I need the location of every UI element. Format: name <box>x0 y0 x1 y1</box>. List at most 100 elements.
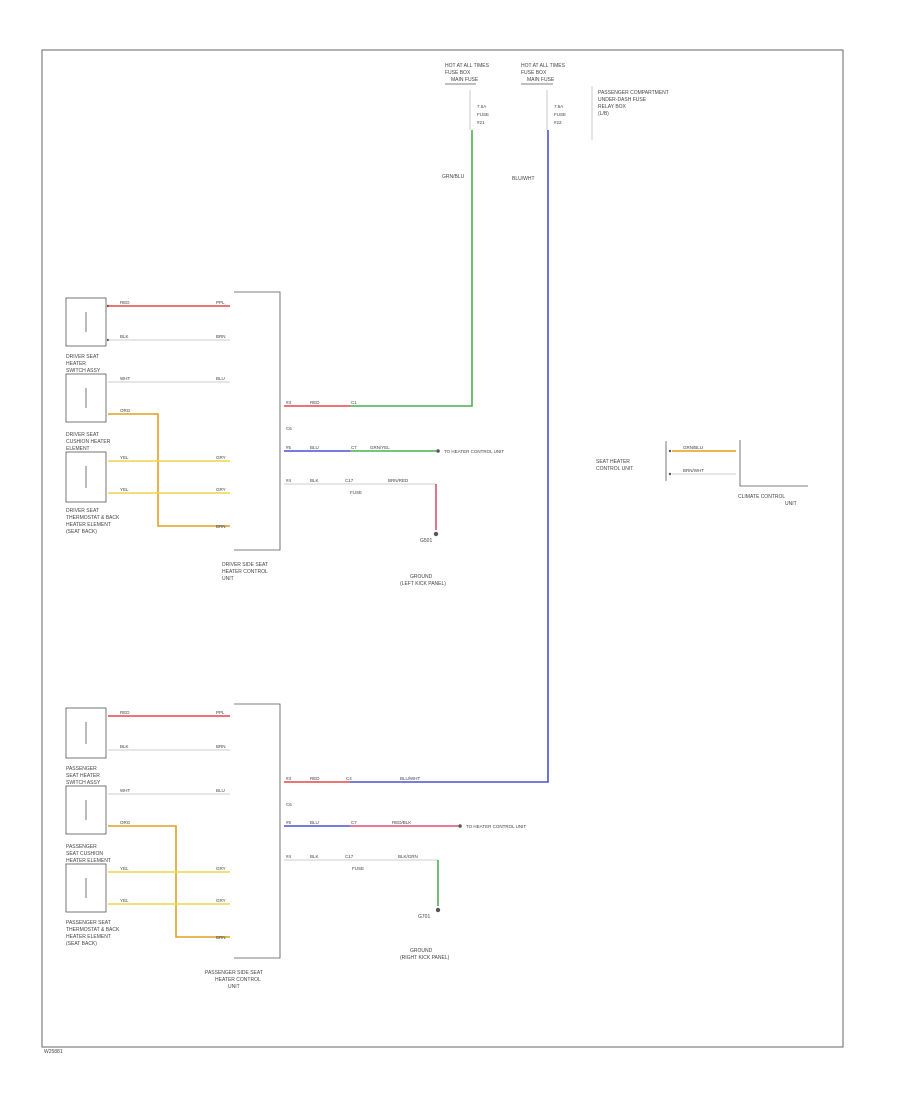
top-right-conn-line-1: HOT AT ALL TIMES <box>521 63 566 69</box>
svg-text:GROUND: GROUND <box>410 574 433 580</box>
svg-text:C4: C4 <box>346 776 352 781</box>
pass-sw2-caption: PASSENGER SEAT CUSHION HEATER ELEMENT <box>66 844 111 864</box>
svg-text:#3: #3 <box>286 400 292 405</box>
svg-text:(RIGHT KICK PANEL): (RIGHT KICK PANEL) <box>400 955 450 961</box>
top-right-conn-line-2: FUSE BOX <box>521 70 547 76</box>
svg-text:UNIT: UNIT <box>785 501 797 507</box>
svg-text:FUSE: FUSE <box>554 112 566 117</box>
driver-hvac-ref: TO HEATER CONTROL UNIT <box>444 449 504 454</box>
svg-text:HEATER ELEMENT: HEATER ELEMENT <box>66 858 111 864</box>
svg-text:G501: G501 <box>420 538 432 544</box>
svg-text:7.5A: 7.5A <box>554 104 563 109</box>
svg-text:(SEAT BACK): (SEAT BACK) <box>66 529 97 535</box>
svg-text:(L/B): (L/B) <box>598 111 609 117</box>
driver-control-unit <box>234 291 281 551</box>
svg-text:RELAY BOX: RELAY BOX <box>598 104 627 110</box>
svg-text:BRN: BRN <box>216 744 226 749</box>
svg-text:BRN/RED: BRN/RED <box>388 478 409 483</box>
svg-text:HEATER ELEMENT: HEATER ELEMENT <box>66 522 111 528</box>
top-left-conn-line-1: HOT AT ALL TIMES <box>445 63 490 69</box>
svg-text:FUSE: FUSE <box>350 490 362 495</box>
svg-text:GRN/BLU: GRN/BLU <box>683 445 703 450</box>
svg-text:THERMOSTAT & BACK: THERMOSTAT & BACK <box>66 927 120 933</box>
svg-text:DRIVER SIDE SEAT: DRIVER SIDE SEAT <box>222 562 268 568</box>
svg-text:(LEFT KICK PANEL): (LEFT KICK PANEL) <box>400 581 446 587</box>
svg-text:BLK: BLK <box>310 854 319 859</box>
svg-text:GROUND: GROUND <box>410 948 433 954</box>
driver-sw1-caption: DRIVER SEAT HEATER SWITCH ASSY <box>66 354 101 374</box>
svg-text:BRN: BRN <box>216 935 226 940</box>
svg-text:BLU: BLU <box>310 820 319 825</box>
svg-text:C6: C6 <box>286 426 292 431</box>
svg-text:BLU/WHT: BLU/WHT <box>400 776 421 781</box>
svg-text:C7: C7 <box>351 445 357 450</box>
svg-text:FUSE: FUSE <box>477 112 489 117</box>
svg-text:ORG: ORG <box>120 820 131 825</box>
svg-text:BRN/WHT: BRN/WHT <box>683 468 704 473</box>
driver-ground-caption: G501 GROUND (LEFT KICK PANEL) <box>400 538 446 587</box>
svg-text:BLK: BLK <box>310 478 319 483</box>
wire-label-top-left: GRN/BLU <box>442 174 465 180</box>
svg-text:C1: C1 <box>351 400 357 405</box>
svg-text:YEL: YEL <box>120 487 129 492</box>
svg-text:DRIVER SEAT: DRIVER SEAT <box>66 354 99 360</box>
svg-text:C17: C17 <box>345 478 354 483</box>
top-left-conn-line-2: FUSE BOX <box>445 70 471 76</box>
svg-text:BLU: BLU <box>216 788 225 793</box>
svg-text:YEL: YEL <box>120 898 129 903</box>
driver-element-3 <box>65 451 107 503</box>
passenger-switch-assy-1 <box>65 707 107 759</box>
svg-text:SEAT HEATER: SEAT HEATER <box>596 459 630 465</box>
svg-text:SWITCH ASSY: SWITCH ASSY <box>66 368 101 374</box>
svg-text:#4: #4 <box>286 854 292 859</box>
diagram-code: W25881 <box>44 1049 63 1055</box>
svg-text:ORG: ORG <box>120 408 131 413</box>
svg-text:RED: RED <box>120 300 130 305</box>
top-right-fuse-connector: HOT AT ALL TIMES FUSE BOX MAIN FUSE 7.5A… <box>521 63 593 140</box>
svg-text:PASSENGER: PASSENGER <box>66 844 97 850</box>
svg-text:#4: #4 <box>286 478 292 483</box>
svg-text:RED: RED <box>310 400 320 405</box>
passenger-element-3 <box>65 863 107 913</box>
driver-sw2-caption: DRIVER SEAT CUSHION HEATER ELEMENT <box>66 432 111 452</box>
svg-text:#5: #5 <box>286 820 292 825</box>
top-right-conn-line-3: MAIN FUSE <box>527 77 555 83</box>
svg-text:GRY: GRY <box>216 866 226 871</box>
svg-text:HEATER CONTROL: HEATER CONTROL <box>215 977 261 983</box>
svg-text:BRN: BRN <box>216 334 226 339</box>
svg-text:#3: #3 <box>286 776 292 781</box>
climate-control-caption: CLIMATE CONTROL UNIT <box>738 494 797 507</box>
svg-text:FUSE: FUSE <box>352 866 364 871</box>
svg-text:PPL: PPL <box>216 710 225 715</box>
svg-text:HEATER CONTROL: HEATER CONTROL <box>222 569 268 575</box>
svg-text:BLU: BLU <box>216 376 225 381</box>
svg-text:#22: #22 <box>554 120 562 125</box>
diagram-frame <box>41 49 844 1048</box>
svg-text:RED: RED <box>310 776 320 781</box>
driver-sw3-caption: DRIVER SEAT THERMOSTAT & BACK HEATER ELE… <box>66 508 120 535</box>
svg-text:CUSHION HEATER: CUSHION HEATER <box>66 439 111 445</box>
svg-text:BRN: BRN <box>216 524 226 529</box>
pass-unit-caption: PASSENGER SIDE SEAT HEATER CONTROL UNIT <box>205 970 263 990</box>
svg-text:PASSENGER SEAT: PASSENGER SEAT <box>66 920 111 926</box>
svg-text:RED/BLK: RED/BLK <box>392 820 411 825</box>
green-feed-wire <box>350 130 473 407</box>
svg-text:#5: #5 <box>286 445 292 450</box>
svg-text:7.5A: 7.5A <box>477 104 486 109</box>
svg-text:THERMOSTAT & BACK: THERMOSTAT & BACK <box>66 515 120 521</box>
svg-text:HEATER: HEATER <box>66 361 86 367</box>
svg-text:YEL: YEL <box>120 866 129 871</box>
svg-text:CONTROL UNIT: CONTROL UNIT <box>596 466 633 472</box>
svg-text:G701: G701 <box>418 914 430 920</box>
svg-text:PASSENGER COMPARTMENT: PASSENGER COMPARTMENT <box>598 90 669 96</box>
svg-text:GRY: GRY <box>216 898 226 903</box>
driver-unit-caption: DRIVER SIDE SEAT HEATER CONTROL UNIT <box>222 562 268 582</box>
driver-switch-assy-1 <box>65 297 110 347</box>
passenger-hvac-ref: TO HEATER CONTROL UNIT <box>466 824 526 829</box>
svg-text:C6: C6 <box>286 802 292 807</box>
pass-ground-caption: G701 GROUND (RIGHT KICK PANEL) <box>400 914 450 961</box>
passenger-compartment-note: PASSENGER COMPARTMENT UNDER-DASH FUSE RE… <box>598 90 669 117</box>
svg-text:C7: C7 <box>351 820 357 825</box>
blue-feed-wire <box>350 130 549 783</box>
wire-label-top-right: BLU/WHT <box>512 176 535 182</box>
